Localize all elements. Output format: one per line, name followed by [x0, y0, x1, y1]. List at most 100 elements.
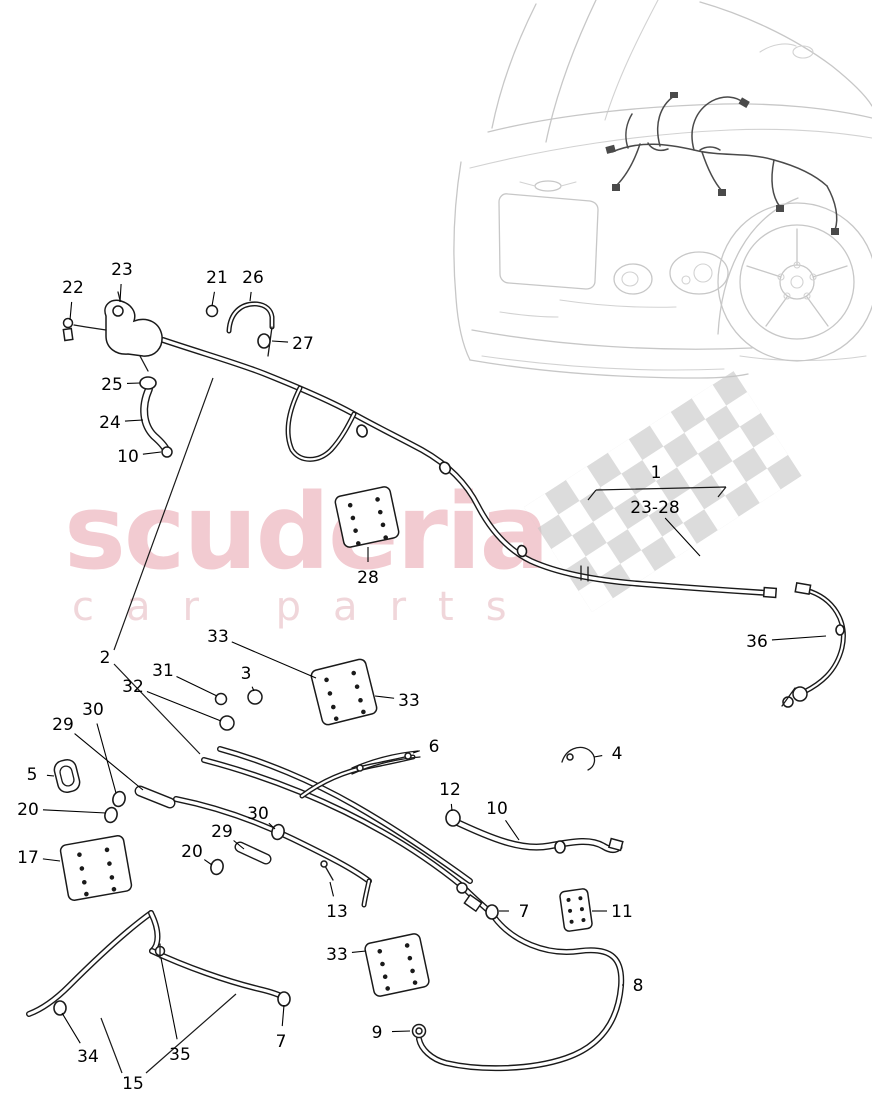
part-label-26-3: 26 [242, 268, 264, 288]
clamp-30a [112, 790, 126, 808]
ring-32 [219, 715, 235, 731]
clamp-34 [53, 1000, 67, 1016]
part-label-25-5: 25 [101, 375, 123, 395]
leader-line-23-28-10 [664, 517, 701, 557]
part-label-29-18: 29 [52, 715, 74, 735]
clip-3 [247, 689, 263, 705]
wiring-harness [605, 92, 839, 235]
leader-line-30-27 [268, 822, 276, 830]
leader-line-10-7 [142, 451, 162, 455]
headlights [613, 251, 729, 295]
part-label-7-31: 7 [519, 902, 530, 922]
part-label-21-2: 21 [206, 268, 228, 288]
hose-assembly-top [62, 291, 846, 708]
leader-line-20-20 [42, 809, 107, 814]
leader-line-5-19 [46, 774, 55, 777]
leader-line-33-12 [231, 641, 317, 679]
part-label-34-35: 34 [77, 1047, 99, 1067]
part-label-3-14: 3 [241, 664, 252, 684]
part-label-17-21: 17 [17, 848, 39, 868]
leader-line-30-17 [96, 723, 117, 794]
part-label-33-33: 33 [326, 945, 348, 965]
leader-line-7-38 [281, 1004, 285, 1027]
fitting-10 [161, 446, 173, 458]
leader-line-13-30 [329, 881, 335, 897]
pipe-connector [762, 586, 778, 599]
mounting-pad-17 [59, 835, 133, 901]
part-label-13-30: 13 [326, 902, 348, 922]
callout-brackets [100, 377, 727, 1074]
leader-line-4-24 [593, 755, 603, 758]
stub-29a [135, 786, 175, 808]
clamp-20a [104, 806, 118, 824]
mounting-pad-28 [334, 486, 400, 548]
mounting-pad-33-top [310, 658, 378, 726]
part-label-30-27: 30 [247, 804, 269, 824]
part-label-33-12: 33 [207, 627, 229, 647]
watermark-title: scuderia [64, 471, 548, 593]
part-label-27-4: 27 [292, 334, 314, 354]
part-label-1-9: 1 [651, 463, 662, 483]
leader-line-26-3 [249, 291, 252, 302]
clamp-20b [210, 858, 224, 876]
leader-line-29-18 [74, 733, 144, 791]
stub-29b [235, 842, 271, 864]
leader-line-27-4 [271, 340, 289, 343]
leader-line-32-16 [146, 691, 222, 722]
hose-assembly-lower [26, 658, 625, 1072]
bracket-6 [351, 750, 421, 775]
leader-line-29-28 [233, 840, 245, 850]
part-label-36-11: 36 [746, 632, 768, 652]
leader-line-23-1 [119, 283, 122, 303]
leader-line-21-2 [211, 291, 215, 307]
grommet-5 [53, 758, 81, 794]
part-label-33-22: 33 [398, 691, 420, 711]
bolt-22 [62, 317, 74, 329]
grille-mesh [498, 193, 599, 290]
part-label-15-37: 15 [122, 1074, 144, 1094]
clip-31 [214, 692, 228, 706]
part-label-9-39: 9 [372, 1023, 383, 1043]
mounting-pad-33-bottom [364, 933, 430, 997]
part-label-35-36: 35 [169, 1045, 191, 1065]
part-label-23-1: 23 [111, 260, 133, 280]
part-label-4-24: 4 [612, 744, 623, 764]
bolt-13 [324, 865, 334, 881]
hose-diagram [26, 291, 846, 1072]
part-label-8-34: 8 [633, 976, 644, 996]
leader-line-33-22 [374, 695, 395, 699]
clip-21 [205, 304, 219, 318]
car-sketch [453, 0, 872, 379]
part-label-31-15: 31 [152, 661, 174, 681]
leader-line-34-35 [61, 1012, 81, 1044]
part-label-10-7: 10 [117, 447, 139, 467]
leader-line-36-11 [771, 635, 827, 641]
clamp-30b [271, 823, 285, 841]
part-label-29-28: 29 [211, 822, 233, 842]
bracket-1 [587, 486, 727, 501]
watermark-subtitle: car parts [72, 584, 539, 630]
clip-4 [561, 746, 596, 771]
leader-line-10-26 [505, 820, 520, 841]
part-label-30-17: 30 [82, 700, 104, 720]
part-label-5-19: 5 [27, 765, 38, 785]
leader-line-35-36 [160, 957, 178, 1040]
leader-line-6-23 [412, 750, 420, 754]
front-wheel [717, 202, 872, 362]
checkered-flag-watermark [523, 371, 802, 612]
part-label-10-26: 10 [486, 799, 508, 819]
part-label-20-20: 20 [17, 800, 39, 820]
bracket-2 [113, 377, 214, 755]
brand-emblem [519, 180, 577, 192]
leader-line-17-21 [42, 858, 61, 862]
leader-line-31-15 [176, 676, 218, 697]
leader-line-20-29 [203, 859, 213, 866]
mounting-pad-11 [559, 888, 593, 932]
part-label-12-25: 12 [439, 780, 461, 800]
part-label-6-23: 6 [429, 737, 440, 757]
leader-line-22-0 [69, 301, 73, 321]
part-label-28-8: 28 [357, 568, 379, 588]
pipe-36 [781, 581, 846, 708]
